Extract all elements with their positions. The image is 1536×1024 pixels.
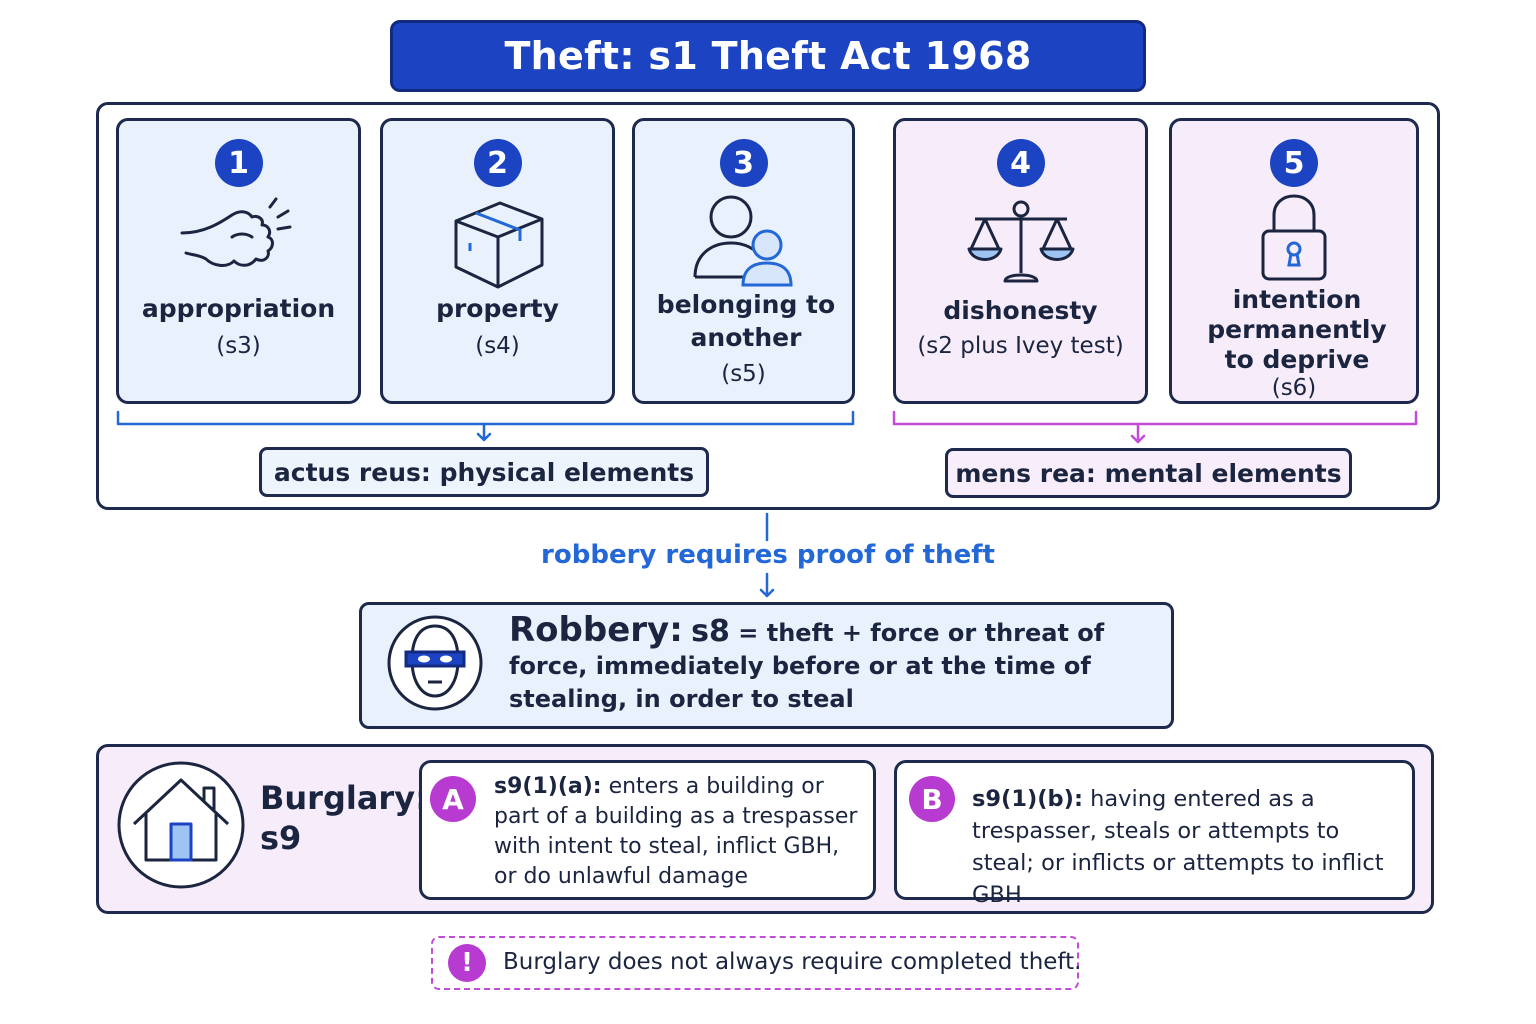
burglary-note-box — [431, 936, 1079, 990]
actus-reus-arrow — [476, 422, 492, 442]
route-b-description: having entered as a trespasser, steals o… — [972, 786, 1384, 908]
element-card-property: 2 property (s4) — [380, 118, 615, 404]
element-number-badge: 1 — [214, 139, 263, 187]
element-number-badge: 4 — [996, 139, 1045, 187]
box-icon — [454, 201, 543, 289]
route-b-heading: s9(1)(b): — [972, 786, 1083, 812]
house-icon — [117, 761, 245, 889]
element-card-intention-permanently-to-deprive: 5 intention permanently to deprive (s6) — [1169, 118, 1419, 404]
element-card-appropriation: 1 appropriation (s3) — [116, 118, 361, 404]
scales-icon — [967, 200, 1074, 283]
element-section: (s6) — [1271, 375, 1317, 401]
robbery-definition-text: = theft + force or threat of force, imme… — [509, 619, 1105, 713]
link-arrow-bottom — [759, 572, 775, 598]
burglary-title: Burglary: s9 — [260, 778, 428, 858]
burglary-section: s9 — [260, 819, 302, 857]
element-label: dishonesty — [943, 296, 1098, 325]
actus-reus-bracket — [116, 410, 855, 426]
robbery-link-text: robbery requires proof of theft — [541, 540, 995, 570]
burglary-title-text: Burglary: — [260, 779, 428, 817]
element-card-belonging-to-another: 3 belonging to another (s5) — [632, 118, 855, 404]
element-card-dishonesty: 4 dishonesty (s2 plus Ivey test) — [893, 118, 1148, 404]
element-number-badge: 2 — [473, 139, 522, 187]
robbery-box — [359, 602, 1174, 729]
mens-rea-label: mens rea: mental elements — [945, 448, 1352, 498]
burglary-route-b-card — [894, 760, 1415, 900]
element-label: belonging to another — [656, 290, 836, 352]
route-a-heading: s9(1)(a): — [494, 774, 602, 799]
element-section: (s5) — [721, 361, 766, 387]
element-number-badge: 5 — [1270, 139, 1318, 187]
exclamation-icon: ! — [448, 944, 486, 982]
robbery-section: s8 — [691, 614, 730, 649]
hand-grab-icon — [180, 197, 291, 267]
mens-rea-bracket — [892, 410, 1418, 426]
diagram-title: Theft: s1 Theft Act 1968 — [390, 20, 1146, 92]
element-section: (s2 plus Ivey test) — [917, 333, 1124, 359]
element-section: (s3) — [216, 333, 261, 359]
element-number-badge: 3 — [719, 139, 768, 187]
robbery-definition: Robbery: s8 = theft + force or threat of… — [509, 613, 1159, 716]
actus-reus-label: actus reus: physical elements — [259, 447, 709, 497]
diagram-title-text: Theft: s1 Theft Act 1968 — [504, 34, 1032, 78]
element-label: property — [436, 294, 559, 323]
people-icon — [693, 195, 793, 287]
element-label: appropriation — [141, 294, 336, 323]
burglary-note-text: Burglary does not always require complet… — [503, 949, 1082, 975]
burglary-route-a-card — [419, 760, 876, 900]
element-section: (s4) — [475, 333, 520, 359]
mens-rea-arrow — [1130, 422, 1146, 444]
route-a-description: enters a building or part of a building … — [494, 774, 858, 889]
padlock-icon — [1261, 194, 1327, 281]
masked-robber-icon — [387, 615, 483, 711]
route-b-text: s9(1)(b): having entered as a trespasser… — [972, 783, 1397, 911]
robbery-title: Robbery: — [509, 610, 683, 650]
element-label: intention permanently to deprive — [1207, 285, 1387, 374]
route-a-text: s9(1)(a): enters a building or part of a… — [494, 772, 864, 892]
route-a-badge: A — [430, 776, 476, 822]
route-b-badge: B — [909, 776, 955, 822]
